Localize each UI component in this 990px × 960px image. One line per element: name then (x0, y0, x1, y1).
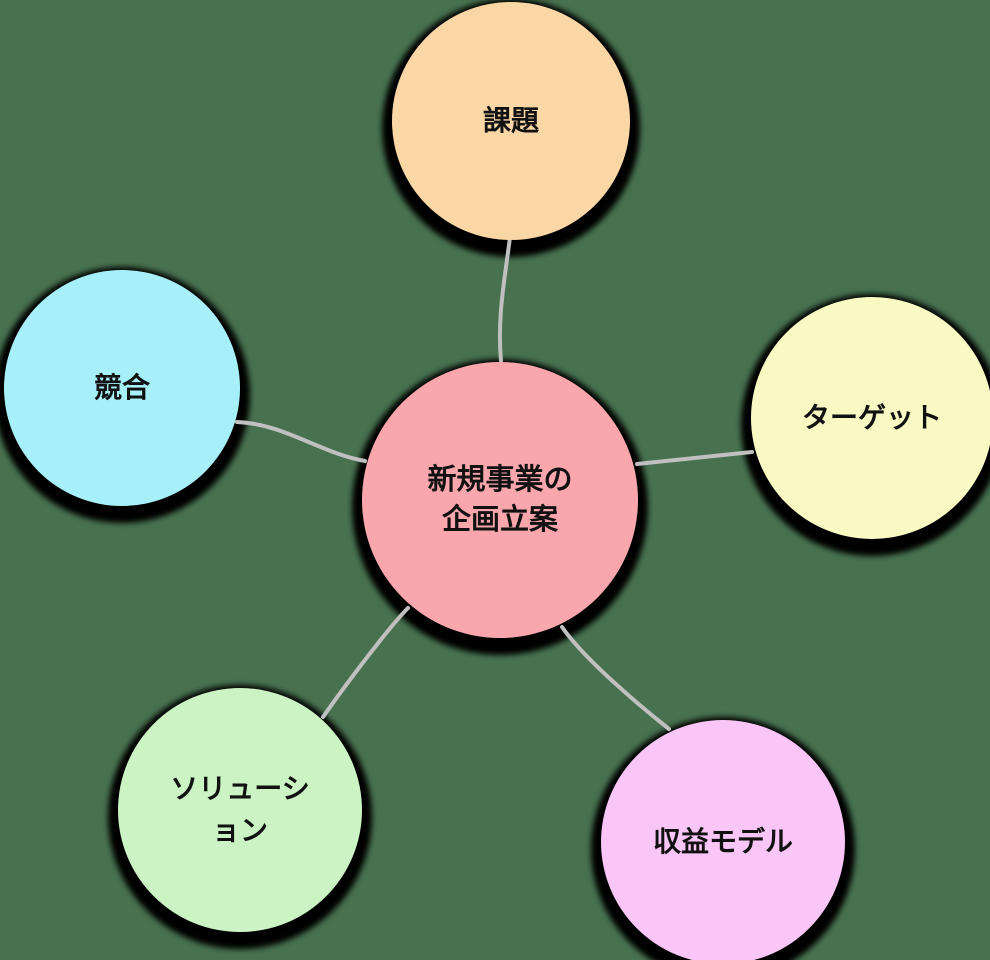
connector-solution (321, 606, 410, 719)
node-circle-solution[interactable] (118, 688, 362, 932)
connector-competitors (235, 420, 367, 463)
connector-revenue-model (560, 625, 671, 731)
node-circle-revenue-model[interactable] (601, 720, 845, 960)
connector-issues (497, 235, 512, 363)
node-circle-issues[interactable] (392, 2, 630, 240)
connector-target (635, 450, 754, 466)
node-layer (4, 2, 990, 960)
node-circle-competitors[interactable] (4, 270, 240, 506)
connector-layer (235, 235, 754, 731)
node-circle-target[interactable] (751, 297, 990, 539)
node-circle-center[interactable] (362, 362, 638, 638)
